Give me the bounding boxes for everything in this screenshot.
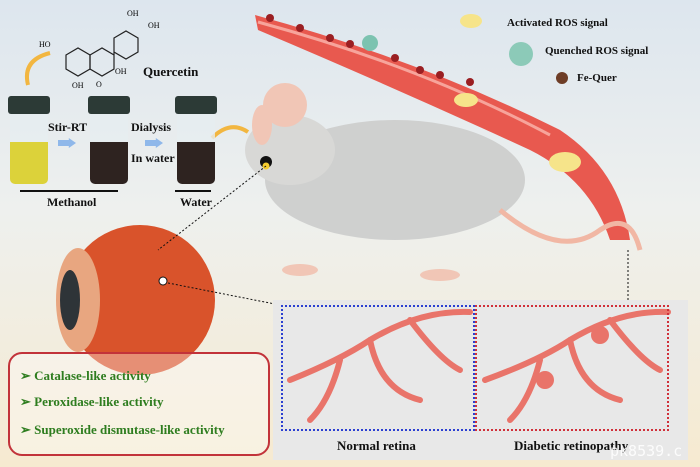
o-label: O — [96, 80, 102, 89]
activity-sod: ➢ Superoxide dismutase-like activity — [20, 422, 225, 437]
quenched-ros — [362, 35, 378, 51]
eyeball — [56, 225, 215, 375]
quenched-ros-icon — [509, 42, 533, 66]
blood-vessel — [255, 15, 630, 240]
fe-quer-particles — [266, 14, 474, 86]
vial-quercetin-methanol — [8, 96, 50, 184]
watermark: pk8539.c — [610, 442, 683, 460]
normal-retina-label: Normal retina — [337, 438, 416, 453]
arrow-icon — [145, 138, 163, 148]
activity-catalase: ➢ Catalase-like activity — [20, 368, 151, 383]
ho-label: HO — [39, 40, 51, 49]
connector-line — [157, 165, 267, 251]
vial-fe-quer-water — [175, 96, 217, 184]
oh-label: OH — [115, 67, 127, 76]
in-water-label: In water — [131, 151, 175, 165]
diabetic-retina-box — [475, 305, 669, 431]
oh-label: OH — [72, 81, 84, 90]
activity-peroxidase: ➢ Peroxidase-like activity — [20, 394, 164, 409]
diabetic-retinopathy-label: Diabetic retinopathy — [514, 438, 629, 453]
curved-arrow — [210, 125, 250, 140]
water-label: Water — [180, 195, 212, 209]
legend-activated: Activated ROS signal — [507, 17, 608, 29]
oh-label: OH — [127, 9, 139, 18]
activities-box: ➢ Catalase-like activity ➢ Peroxidase-li… — [8, 352, 270, 456]
fe-quer-icon — [556, 72, 568, 84]
oh-label: OH — [148, 21, 160, 30]
legend-fe-quer: Fe-Quer — [577, 72, 617, 84]
methanol-label: Methanol — [47, 195, 97, 209]
activated-ros-icon — [460, 14, 482, 28]
vial-fe-quer-methanol — [88, 96, 130, 184]
ros-signal — [454, 93, 478, 107]
connector-line — [167, 282, 281, 306]
normal-retina-box — [281, 305, 475, 431]
diabetic-vessels — [482, 308, 671, 423]
curved-arrow — [25, 51, 51, 86]
quercetin-label: Quercetin — [143, 64, 199, 79]
normal-vessels — [287, 308, 473, 423]
legend-quenched: Quenched ROS signal — [545, 45, 649, 57]
water-bracket — [175, 190, 211, 192]
methanol-bracket — [20, 190, 118, 192]
quercetin-structure — [65, 30, 139, 77]
dialysis-label: Dialysis — [131, 120, 172, 134]
arrow-icon — [58, 138, 76, 148]
stir-rt-label: Stir-RT — [48, 120, 88, 134]
ros-signal — [549, 152, 581, 172]
